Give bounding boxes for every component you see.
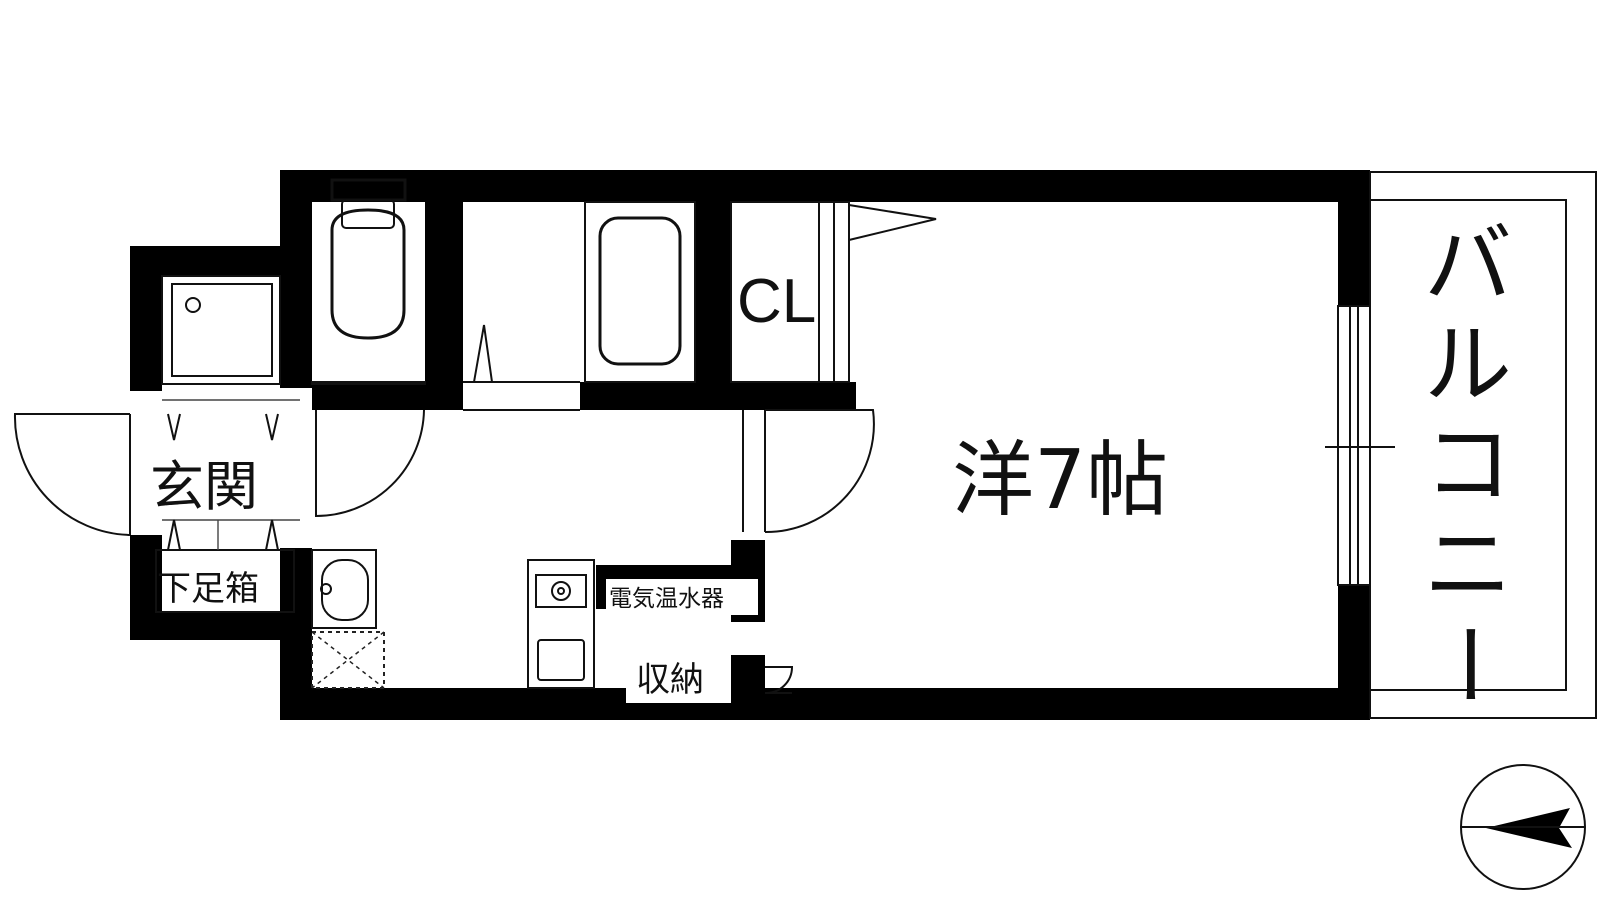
entrance-door (13, 413, 131, 536)
balcony-label-char: コ (1424, 413, 1512, 516)
balcony-window (1325, 305, 1395, 586)
water-heater-box (606, 579, 758, 615)
walls (130, 170, 1370, 720)
storage-label: 収納 (636, 660, 704, 700)
door-swing (848, 204, 937, 241)
toilet-door (315, 409, 425, 518)
bathroom (463, 201, 696, 411)
wash-basin-icon (311, 549, 377, 629)
western-room-label: 洋7帖 (952, 433, 1168, 528)
balcony-label-char: ル (1424, 313, 1512, 416)
kitchen (527, 559, 595, 689)
shoe-box-label: 下足箱 (157, 569, 259, 609)
washer-pan-icon (311, 631, 385, 689)
north-arrow-icon (1460, 764, 1586, 890)
room-door (742, 409, 875, 534)
entrance-label: 玄関 (150, 455, 258, 518)
entrance-area (155, 399, 300, 613)
closet (730, 201, 850, 383)
bathtub-icon (598, 216, 682, 366)
storage (626, 655, 794, 703)
balcony-label-char: ー (1416, 620, 1519, 708)
balcony-label-char: バ (1424, 213, 1512, 316)
sink-icon (537, 639, 585, 681)
balcony-label-char: ニ (1424, 513, 1512, 616)
shower-room (161, 275, 281, 385)
drain-icon (185, 297, 201, 313)
water-heater-label: 電気温水器 (609, 586, 724, 612)
toilet-icon (330, 178, 407, 340)
closet-label: CL (737, 267, 816, 336)
stove-icon (535, 574, 587, 608)
